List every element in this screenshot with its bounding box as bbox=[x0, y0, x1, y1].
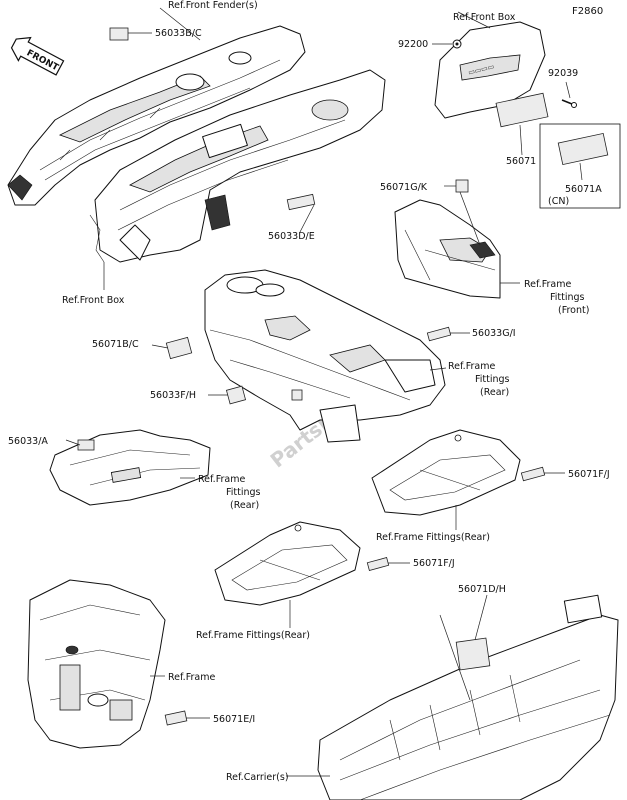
label-56071-plate bbox=[495, 92, 549, 128]
label-ref-frame: Ref.Frame bbox=[168, 672, 215, 683]
label-ref-front-fenders: Ref.Front Fender(s) bbox=[168, 0, 258, 11]
label-ref-frame-fittings-rear-a2: Fittings bbox=[475, 374, 510, 385]
label-ref-front-box-top: Ref.Front Box bbox=[453, 12, 516, 23]
label-56033fh: 56033F/H bbox=[150, 390, 196, 401]
label-92039: 92039 bbox=[548, 68, 578, 79]
label-ref-frame-fittings-rear-a3: (Rear) bbox=[480, 387, 509, 398]
label-ref-frame-fittings-rear-c: Ref.Frame Fittings(Rear) bbox=[376, 532, 490, 543]
label-56033de-plate bbox=[286, 193, 316, 211]
dashboard-part bbox=[89, 69, 386, 263]
label-box-small bbox=[291, 389, 303, 401]
label-56033bc-plate bbox=[109, 27, 129, 41]
label-ref-carriers: Ref.Carrier(s) bbox=[226, 772, 289, 783]
label-56071a: 56071A bbox=[565, 184, 602, 195]
label-ref-frame-fittings-front-1: Ref.Frame bbox=[524, 279, 571, 290]
label-56071fj-upper-plate bbox=[520, 466, 546, 482]
label-56071fj-lower-plate bbox=[366, 557, 390, 571]
label-ref-frame-fittings-rear-a1: Ref.Frame bbox=[448, 361, 495, 372]
label-56071: 56071 bbox=[506, 156, 536, 167]
front-box-part: ▭▭▭▭ bbox=[434, 21, 546, 119]
label-56033fh-plate bbox=[225, 385, 247, 405]
frame-fitting-front-part bbox=[394, 199, 501, 299]
label-56033de: 56033D/E bbox=[268, 231, 315, 242]
cargo-bed-part bbox=[317, 594, 619, 800]
label-56033a: 56033/A bbox=[8, 436, 48, 447]
figure-code: F2860 bbox=[572, 6, 603, 17]
label-56071fj-lower: 56071F/J bbox=[413, 558, 455, 569]
label-56071gk-plate bbox=[455, 179, 469, 193]
label-cn: (CN) bbox=[548, 196, 569, 207]
leader-lines bbox=[65, 7, 583, 777]
rear-tray-lower-part bbox=[214, 521, 361, 606]
label-56071fj-upper: 56071F/J bbox=[568, 469, 610, 480]
label-56071dh: 56071D/H bbox=[458, 584, 506, 595]
floor-plate-part bbox=[49, 429, 211, 506]
label-56071dh-plate bbox=[455, 637, 491, 671]
cn-group-box bbox=[539, 123, 621, 209]
label-56071bc-plate bbox=[165, 336, 193, 360]
front-fender-part bbox=[7, 25, 306, 206]
label-56033a-plate bbox=[77, 439, 95, 451]
label-56033bc: 56033B/C bbox=[155, 28, 202, 39]
label-56071gk: 56071G/K bbox=[380, 182, 428, 193]
grommet-92200-icon bbox=[452, 39, 462, 49]
label-ref-frame-fittings-rear-b3: (Rear) bbox=[230, 500, 259, 511]
label-56071ei: 56071E/I bbox=[213, 714, 255, 725]
label-56071bc: 56071B/C bbox=[92, 339, 139, 350]
label-ref-frame-fittings-front-3: (Front) bbox=[558, 305, 589, 316]
rear-tray-upper-part bbox=[371, 429, 521, 516]
callout-labels: Ref.Front Fender(s) 56033B/C Ref.Front B… bbox=[8, 0, 610, 783]
label-56033gi: 56033G/I bbox=[472, 328, 516, 339]
screw-92039-icon bbox=[561, 99, 577, 108]
label-56071a-plate bbox=[557, 132, 609, 166]
label-56071ei-plate bbox=[164, 710, 188, 726]
frame-part bbox=[27, 579, 166, 749]
label-ref-frame-fittings-rear-d: Ref.Frame Fittings(Rear) bbox=[196, 630, 310, 641]
label-ref-frame-fittings-front-2: Fittings bbox=[550, 292, 585, 303]
label-92200: 92200 bbox=[398, 39, 428, 50]
label-ref-frame-fittings-rear-b2: Fittings bbox=[226, 487, 261, 498]
front-arrow-icon: FRONT bbox=[10, 36, 65, 76]
label-56033gi-plate bbox=[426, 326, 452, 342]
center-console-part bbox=[204, 269, 446, 443]
label-ref-front-box-left: Ref.Front Box bbox=[62, 295, 125, 306]
label-ref-frame-fittings-rear-b1: Ref.Frame bbox=[198, 474, 245, 485]
